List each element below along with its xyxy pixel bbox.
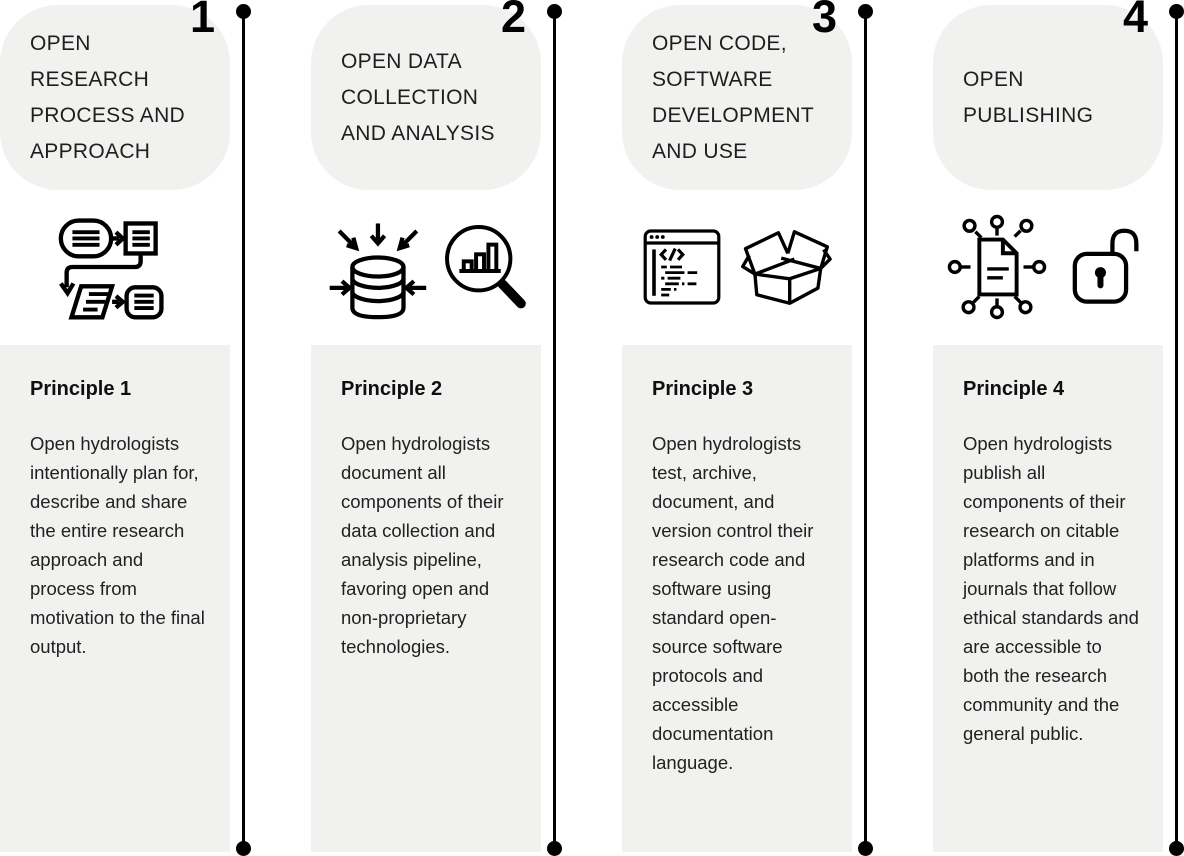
timeline-dot-top-3 bbox=[858, 4, 873, 19]
timeline-dot-top-2 bbox=[547, 4, 562, 19]
category-title: OPEN RESEARCH PROCESS AND APPROACH bbox=[30, 31, 186, 163]
column-principle-3: OPEN CODE, SOFTWARE DEVELOPMENT AND USE … bbox=[622, 0, 934, 856]
category-card-3: OPEN CODE, SOFTWARE DEVELOPMENT AND USE bbox=[622, 5, 852, 190]
magnifier-bar-chart-icon bbox=[440, 218, 528, 317]
step-number-1: 1 bbox=[189, 0, 215, 42]
database-inflow-icon bbox=[324, 210, 430, 324]
principle-panel-4: Principle 4 Open hydrologists publish al… bbox=[933, 345, 1163, 852]
principle-heading: Principle 3 bbox=[652, 378, 754, 400]
open-box-icon bbox=[738, 224, 832, 311]
principle-body: Open hydrologists document all component… bbox=[341, 433, 504, 657]
category-card-1: OPEN RESEARCH PROCESS AND APPROACH bbox=[0, 5, 230, 190]
timeline-dot-top-1 bbox=[236, 4, 251, 19]
category-title: OPEN CODE, SOFTWARE DEVELOPMENT AND USE bbox=[652, 31, 814, 163]
principle-body: Open hydrologists test, archive, documen… bbox=[652, 433, 814, 773]
principle-panel-3: Principle 3 Open hydrologists test, arch… bbox=[622, 345, 852, 852]
column-principle-1: OPEN RESEARCH PROCESS AND APPROACH 1 bbox=[0, 0, 312, 856]
principle-panel-1: Principle 1 Open hydrologists intentiona… bbox=[0, 345, 230, 852]
open-padlock-icon bbox=[1068, 222, 1150, 313]
step-number-4: 4 bbox=[1122, 0, 1148, 42]
category-card-2: OPEN DATA COLLECTION AND ANALYSIS bbox=[311, 5, 541, 190]
step-number-2: 2 bbox=[500, 0, 526, 42]
timeline-dot-bottom-1 bbox=[236, 841, 251, 856]
timeline-dot-bottom-4 bbox=[1169, 841, 1184, 856]
principle-body: Open hydrologists publish all components… bbox=[963, 433, 1139, 744]
icon-row-3 bbox=[622, 192, 852, 342]
timeline-dot-top-4 bbox=[1169, 4, 1184, 19]
flowchart-icon bbox=[52, 208, 178, 326]
category-card-4: OPEN PUBLISHING bbox=[933, 5, 1163, 190]
column-principle-4: OPEN PUBLISHING 4 bbox=[933, 0, 1184, 856]
principle-body: Open hydrologists intentionally plan for… bbox=[30, 433, 205, 657]
timeline-line-3 bbox=[864, 12, 867, 848]
icon-row-4 bbox=[933, 192, 1163, 342]
category-title: OPEN DATA COLLECTION AND ANALYSIS bbox=[341, 49, 495, 145]
icon-row-2 bbox=[311, 192, 541, 342]
timeline-dot-bottom-3 bbox=[858, 841, 873, 856]
timeline-line-2 bbox=[553, 12, 556, 848]
principle-heading: Principle 1 bbox=[30, 378, 132, 400]
timeline-line-1 bbox=[242, 12, 245, 848]
principle-panel-2: Principle 2 Open hydrologists document a… bbox=[311, 345, 541, 852]
step-number-3: 3 bbox=[811, 0, 837, 42]
code-window-icon bbox=[642, 227, 722, 307]
principle-heading: Principle 2 bbox=[341, 378, 443, 400]
column-principle-2: OPEN DATA COLLECTION AND ANALYSIS 2 bbox=[311, 0, 623, 856]
icon-row-1 bbox=[0, 192, 230, 342]
category-title: OPEN PUBLISHING bbox=[963, 67, 1094, 127]
timeline-line-4 bbox=[1175, 12, 1178, 848]
timeline-dot-bottom-2 bbox=[547, 841, 562, 856]
principle-heading: Principle 4 bbox=[963, 378, 1065, 400]
shared-document-icon bbox=[946, 208, 1048, 326]
